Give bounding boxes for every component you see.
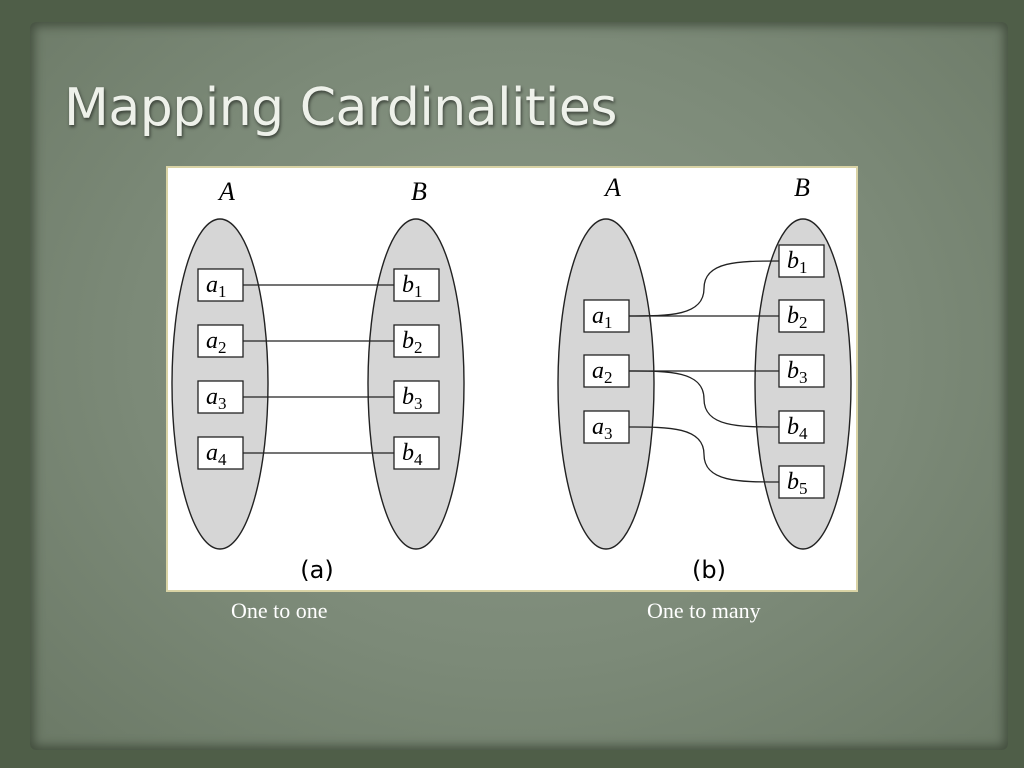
element-b-box: b1 [393, 268, 440, 302]
diagram-label: (a) [300, 556, 333, 584]
element-box-frame [778, 354, 825, 388]
element-b-box: b3 [778, 354, 825, 388]
element-label: b3 [402, 384, 423, 413]
element-a-box: a3 [583, 410, 630, 444]
mapping-lines [628, 260, 780, 483]
element-b-box: b2 [778, 299, 825, 333]
element-b-box: b5 [778, 465, 825, 499]
element-box-frame [197, 436, 244, 470]
element-box-frame [583, 299, 630, 333]
element-box-frame [393, 436, 440, 470]
mapping-line [628, 426, 780, 483]
set-a-elements: a1 a2 a3 [583, 299, 630, 444]
element-a-box: a1 [583, 299, 630, 333]
element-box-frame [197, 324, 244, 358]
element-box-frame [778, 465, 825, 499]
element-box-frame [583, 354, 630, 388]
diagram-one-to-one: A B a1 a2 a3 a4 b1 b2 b3 b4 (a) [171, 177, 465, 584]
mapping-line [628, 370, 780, 428]
element-box-frame [393, 380, 440, 414]
element-label: b3 [787, 358, 808, 387]
caption-one-to-many: One to many [647, 598, 761, 623]
element-b-box: b1 [778, 244, 825, 278]
element-b-box: b2 [393, 324, 440, 358]
element-a-box: a1 [197, 268, 244, 302]
set-b-elements: b1 b2 b3 b4 [393, 268, 440, 470]
element-box-frame [393, 268, 440, 302]
element-label: a2 [206, 328, 227, 357]
element-label: a3 [592, 414, 613, 443]
element-label: b2 [402, 328, 423, 357]
element-label: b4 [787, 414, 808, 443]
caption-one-to-one: One to one [231, 598, 328, 623]
mapping-lines [243, 284, 394, 454]
element-box-frame [778, 299, 825, 333]
element-label: b1 [402, 272, 423, 301]
set-b-label: B [411, 177, 427, 206]
element-b-box: b4 [393, 436, 440, 470]
element-label: b2 [787, 303, 808, 332]
element-b-box: b4 [778, 410, 825, 444]
element-label: b4 [402, 440, 423, 469]
element-box-frame [393, 324, 440, 358]
element-a-box: a2 [583, 354, 630, 388]
set-a-elements: a1 a2 a3 a4 [197, 268, 244, 470]
element-box-frame [197, 380, 244, 414]
element-label: a1 [206, 272, 227, 301]
element-b-box: b3 [393, 380, 440, 414]
set-a-label: A [603, 173, 621, 202]
element-box-frame [197, 268, 244, 302]
element-a-box: a3 [197, 380, 244, 414]
diagram-label: (b) [692, 556, 726, 584]
element-a-box: a4 [197, 436, 244, 470]
element-label: a1 [592, 303, 613, 332]
element-label: b1 [787, 248, 808, 277]
slide-title: Mapping Cardinalities [64, 78, 617, 138]
element-box-frame [778, 410, 825, 444]
mapping-line [628, 260, 780, 317]
element-label: a2 [592, 358, 613, 387]
element-box-frame [583, 410, 630, 444]
element-box-frame [778, 244, 825, 278]
element-label: a4 [206, 440, 227, 469]
diagram-one-to-many: A B a1 a2 a3 b1 b2 b3 b4 b5 (b) [557, 173, 852, 584]
set-b-label: B [794, 173, 810, 202]
set-b-elements: b1 b2 b3 b4 b5 [778, 244, 825, 499]
set-a-label: A [217, 177, 235, 206]
element-label: b5 [787, 469, 808, 498]
element-a-box: a2 [197, 324, 244, 358]
element-label: a3 [206, 384, 227, 413]
